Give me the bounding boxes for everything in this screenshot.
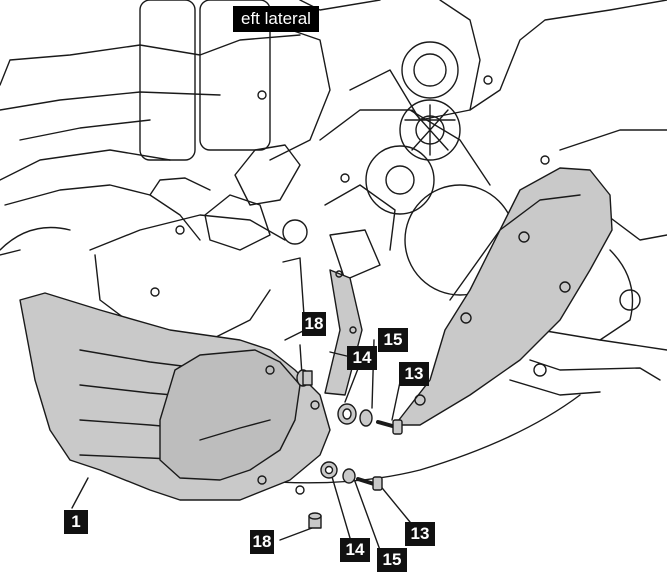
callout-part-13: 13 [405, 522, 435, 546]
spacer-bushing [308, 512, 322, 529]
engine-block-outline [0, 0, 667, 484]
spacer-bushing [296, 369, 313, 387]
callout-part-13: 13 [399, 362, 429, 386]
callout-part-14: 14 [340, 538, 370, 562]
callout-part-14: 14 [347, 346, 377, 370]
callout-part-1: 1 [64, 510, 88, 534]
callout-part-15: 15 [378, 328, 408, 352]
skid-plate [19, 292, 331, 501]
washer [359, 409, 373, 427]
mounting-bracket [324, 269, 363, 396]
washer [342, 468, 356, 484]
callout-part-18: 18 [302, 312, 326, 336]
hex-bolt [376, 419, 403, 435]
callout-part-15: 15 [377, 548, 407, 572]
rubber-grommet [320, 461, 338, 479]
hex-bolt [356, 476, 383, 491]
sprocket-cover [394, 167, 613, 426]
callout-part-18: 18 [250, 530, 274, 554]
view-title: eft lateral [233, 6, 319, 32]
rubber-grommet [337, 403, 357, 425]
